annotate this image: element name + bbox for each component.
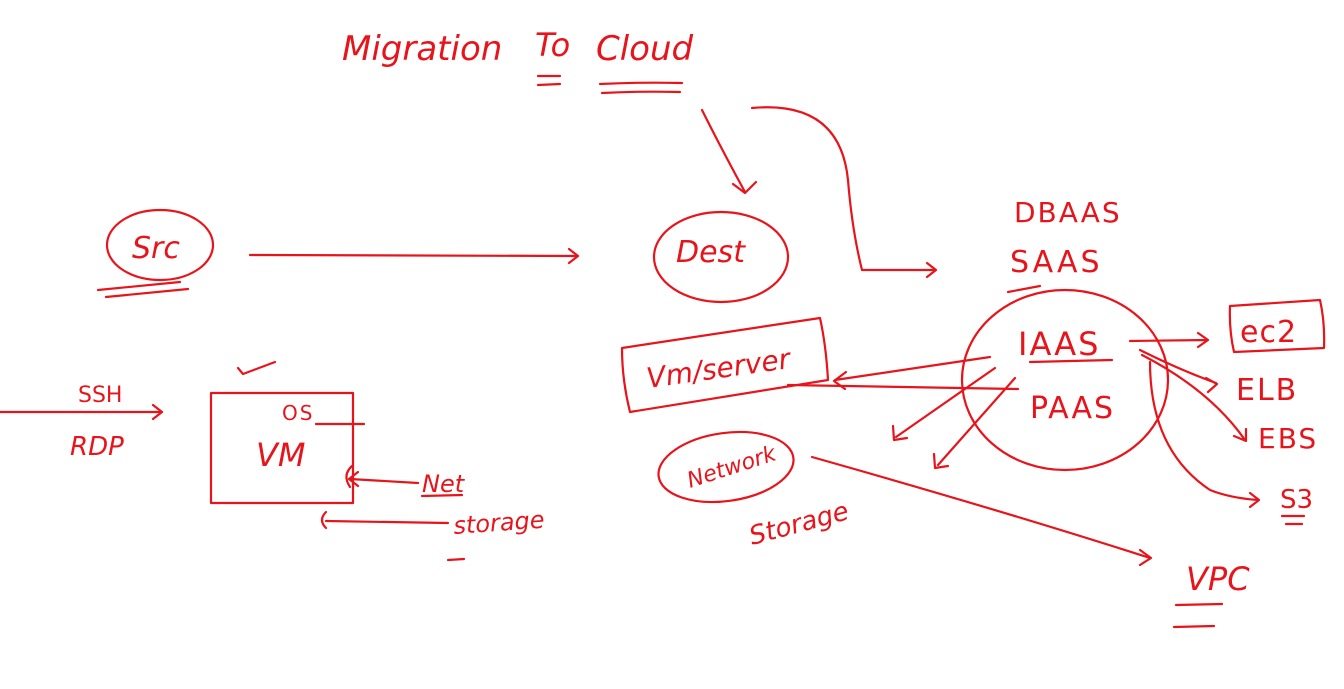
ebs-label: EBS xyxy=(1258,422,1318,455)
iaas-label: IAAS xyxy=(1018,325,1100,363)
vpc-underline xyxy=(1172,602,1224,629)
saas-underline xyxy=(1006,284,1042,294)
title-to-underline xyxy=(536,74,562,87)
vm-os-label: OS xyxy=(282,401,314,425)
vm-net-label: Net xyxy=(422,470,466,498)
vm-check-mark xyxy=(236,360,277,376)
arrow-iaas-downleft xyxy=(891,366,997,442)
source-label: Src xyxy=(132,231,180,266)
vm-box-group: OS VM xyxy=(209,360,366,505)
arrow-storage-to-vm xyxy=(320,510,450,530)
ec2-box xyxy=(1228,298,1326,354)
arrow-iaas-to-s3 xyxy=(1148,360,1261,509)
ec2-label: ec2 xyxy=(1240,315,1297,350)
vm-net-underline xyxy=(420,493,464,498)
arrow-iaas-to-elb xyxy=(1138,348,1219,394)
s3-label: S3 xyxy=(1280,485,1313,515)
iaas-underline xyxy=(1028,358,1114,364)
vm-box xyxy=(209,391,355,505)
line-paas-to-vm xyxy=(786,383,1020,391)
vm-server-label: Vm/server xyxy=(644,342,793,395)
title-cloud: Cloud xyxy=(596,29,694,69)
vm-storage-label: storage xyxy=(452,506,545,540)
title-to: To xyxy=(535,26,570,64)
source-node: Src xyxy=(96,208,215,299)
paas-label: PAAS xyxy=(1030,391,1115,426)
saas-label: SAAS xyxy=(1010,245,1103,280)
source-circle xyxy=(105,208,215,282)
arrow-iaas-to-ec2 xyxy=(1128,331,1210,349)
arrow-source-to-dest xyxy=(248,247,580,265)
source-underline xyxy=(96,280,190,299)
ec2-node: ec2 xyxy=(1228,298,1326,354)
vm-label: VM xyxy=(256,436,306,474)
destination-circle xyxy=(652,210,790,304)
arrow-title-to-dest xyxy=(700,108,758,195)
s3-underline xyxy=(1280,514,1306,526)
models-circle-group: IAAS PAAS xyxy=(960,288,1170,472)
vm-server-node: Vm/server xyxy=(620,316,830,414)
arrow-access-to-vm xyxy=(0,403,164,421)
title-migration: Migration xyxy=(342,29,502,69)
title-cloud-underline xyxy=(598,81,684,95)
arrow-paas-downleft xyxy=(932,376,1017,470)
ssh-label: SSH xyxy=(78,383,122,408)
arrow-iaas-to-vm xyxy=(832,355,992,391)
destination-node: Dest xyxy=(652,210,790,304)
arrow-network-to-vpc xyxy=(810,455,1153,567)
vm-storage-underline xyxy=(446,557,466,562)
network-circle xyxy=(657,430,795,504)
elb-label: ELB xyxy=(1236,373,1298,408)
title-group: Migration To Cloud xyxy=(342,26,694,95)
vm-net-bracket xyxy=(345,464,354,489)
network-node: Network xyxy=(657,430,795,504)
network-label: Network xyxy=(684,441,780,494)
arrow-iaas-to-ebs xyxy=(1140,353,1248,443)
vm-server-box xyxy=(620,316,830,414)
arrow-title-to-models xyxy=(750,106,938,279)
storage-label: Storage xyxy=(746,496,852,551)
arrow-net-to-vm xyxy=(347,470,420,488)
rdp-label: RDP xyxy=(70,432,124,462)
models-circle xyxy=(960,288,1170,472)
dbaas-label: DBAAS xyxy=(1014,196,1122,229)
vpc-label: VPC xyxy=(1186,560,1250,598)
destination-label: Dest xyxy=(676,235,746,270)
